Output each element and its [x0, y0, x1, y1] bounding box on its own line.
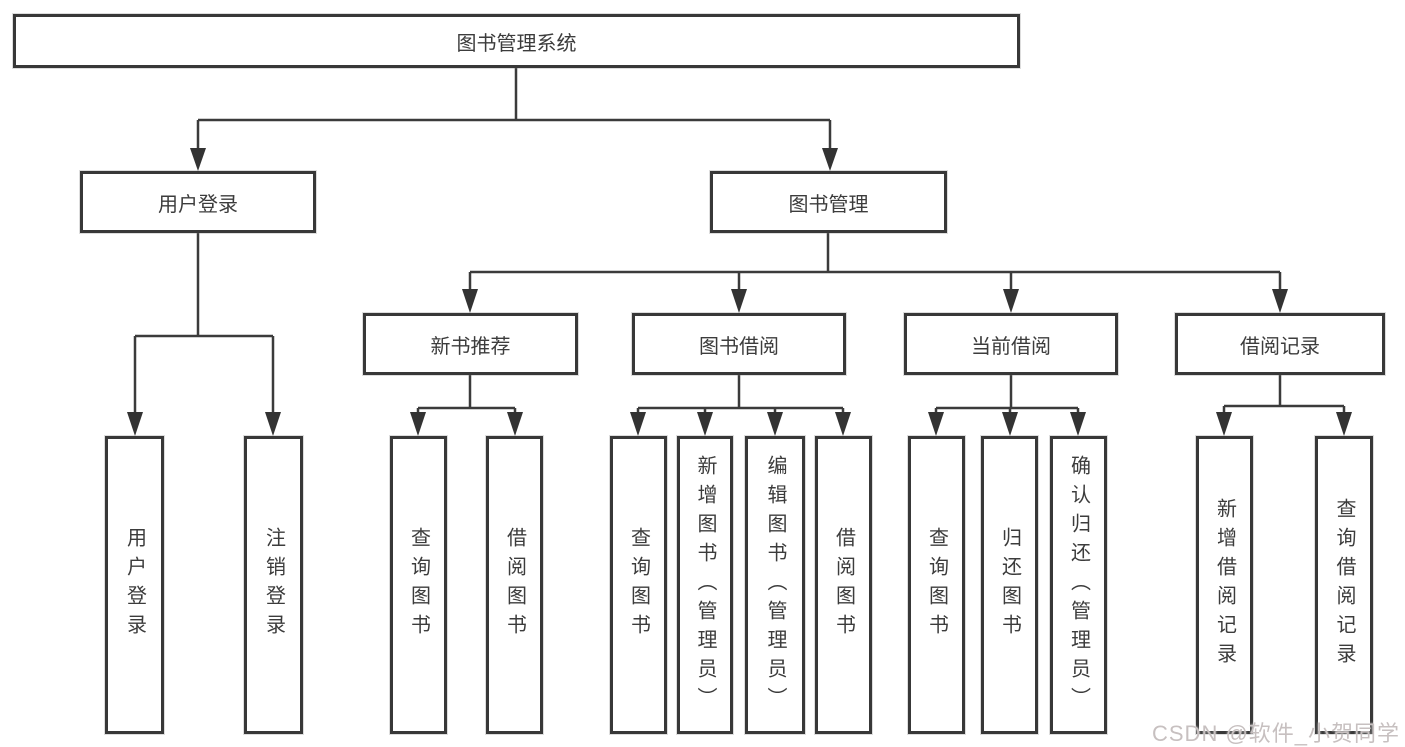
- leaf-query-books-3: 查询图书: [908, 436, 965, 734]
- leaf-label: 新增图书（管理员）: [694, 454, 716, 716]
- connector-borrow-to-leaves: [636, 375, 845, 414]
- leaf-label: 注销登录: [262, 527, 285, 643]
- node-label: 当前借阅: [971, 335, 1051, 358]
- arrow-down-icon: [265, 412, 281, 436]
- arrow-down-icon: [507, 412, 523, 436]
- leaf-label: 用户登录: [123, 527, 146, 643]
- node-label: 图书借阅: [699, 335, 779, 358]
- connector-root-to-level2: [196, 68, 832, 150]
- arrow-down-icon: [1003, 289, 1019, 313]
- arrow-down-icon: [928, 412, 944, 436]
- leaf-label: 查询图书: [407, 527, 430, 643]
- arrow-down-icon: [835, 412, 851, 436]
- arrow-down-icon: [410, 412, 426, 436]
- leaf-label: 查询图书: [627, 527, 650, 643]
- leaf-label: 借阅图书: [832, 527, 855, 643]
- arrow-down-icon: [697, 412, 713, 436]
- leaf-user-login: 用户登录: [105, 436, 164, 734]
- node-label: 图书管理: [788, 193, 869, 216]
- arrow-down-icon: [731, 289, 747, 313]
- connector-records-to-leaves: [1222, 375, 1346, 414]
- node-book-management: 图书管理: [710, 171, 947, 233]
- connector-lines: [133, 68, 1346, 414]
- leaf-label: 确认归还（管理员）: [1067, 454, 1090, 716]
- leaf-logout: 注销登录: [244, 436, 303, 734]
- arrow-down-icon: [1216, 412, 1232, 436]
- leaf-return-book: 归还图书: [981, 436, 1038, 734]
- leaf-confirm-return-admin: 确认归还（管理员）: [1050, 436, 1107, 734]
- node-current-borrow: 当前借阅: [904, 313, 1118, 375]
- node-label: 借阅记录: [1240, 335, 1320, 358]
- leaf-label: 查询借阅记录: [1333, 498, 1355, 672]
- node-root-system: 图书管理系统: [13, 14, 1020, 68]
- connector-current-to-leaves: [934, 375, 1080, 414]
- node-user-login: 用户登录: [80, 171, 316, 233]
- arrow-down-icon: [1002, 412, 1018, 436]
- node-label: 新书推荐: [430, 335, 511, 358]
- leaf-add-book-admin: 新增图书（管理员）: [677, 436, 733, 734]
- node-book-borrow: 图书借阅: [632, 313, 846, 375]
- arrow-down-icon: [190, 148, 206, 171]
- connector-userlogin-to-leaves: [133, 233, 275, 414]
- leaf-query-books-2: 查询图书: [610, 436, 667, 734]
- node-label: 用户登录: [158, 193, 238, 216]
- leaf-label: 新增借阅记录: [1213, 498, 1236, 672]
- csdn-watermark: CSDN @软件_小贺同学: [1152, 721, 1401, 746]
- arrow-down-icon: [1336, 412, 1352, 436]
- arrow-down-icon: [1272, 289, 1288, 313]
- leaf-label: 借阅图书: [503, 527, 526, 643]
- leaf-add-borrow-record: 新增借阅记录: [1196, 436, 1253, 734]
- arrow-down-icon: [127, 412, 143, 436]
- arrow-down-icon: [462, 289, 478, 313]
- leaf-query-books-1: 查询图书: [390, 436, 447, 734]
- connector-newbook-to-leaves: [416, 375, 517, 414]
- arrowhead-icons: [127, 148, 1352, 436]
- node-new-book-recommend: 新书推荐: [363, 313, 578, 375]
- leaf-query-borrow-record: 查询借阅记录: [1315, 436, 1373, 734]
- leaf-borrow-books-1: 借阅图书: [486, 436, 543, 734]
- leaf-edit-book-admin: 编辑图书（管理员）: [745, 436, 805, 734]
- node-label: 图书管理系统: [456, 32, 577, 55]
- leaf-borrow-books-2: 借阅图书: [815, 436, 872, 734]
- leaf-label: 编辑图书（管理员）: [764, 454, 786, 716]
- arrow-down-icon: [630, 412, 646, 436]
- arrow-down-icon: [767, 412, 783, 436]
- leaf-label: 归还图书: [998, 527, 1021, 643]
- arrow-down-icon: [1070, 412, 1086, 436]
- connector-bookmgmt-to-level3: [468, 233, 1282, 291]
- node-borrow-records: 借阅记录: [1175, 313, 1385, 375]
- arrow-down-icon: [822, 148, 838, 171]
- leaf-label: 查询图书: [925, 527, 948, 643]
